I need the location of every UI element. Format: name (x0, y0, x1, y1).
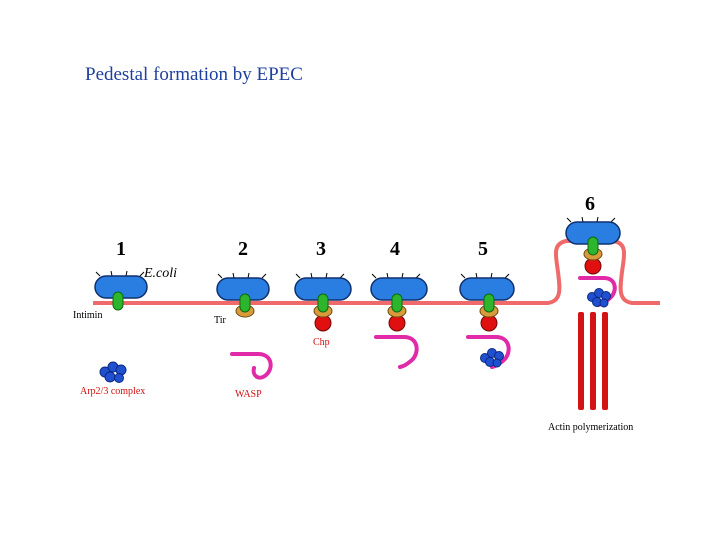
arp23-complex-5 (480, 348, 504, 368)
wasp-free (230, 352, 273, 380)
slide-title: Pedestal formation by EPEC (85, 64, 303, 85)
intimin-1 (112, 291, 124, 311)
intimin-4 (391, 293, 403, 313)
intimin-6 (587, 236, 599, 256)
actin-filaments (578, 312, 608, 410)
tir-label: Tir (214, 315, 227, 326)
chp-label: Chp (313, 337, 330, 348)
arp23-label: Arp2/3 complex (80, 386, 145, 397)
bacterium-1 (94, 270, 148, 299)
intimin-2 (239, 293, 251, 313)
arp23-complex-6 (587, 288, 611, 308)
step-number-1: 1 (116, 238, 126, 260)
bacterium-4 (370, 272, 428, 301)
ecoli-label: E.coli (143, 266, 177, 281)
step-number-5: 5 (478, 238, 488, 260)
wasp-4 (374, 335, 419, 369)
arp23-complex-free (99, 361, 127, 383)
step-number-2: 2 (238, 238, 248, 260)
step-number-6: 6 (585, 193, 595, 215)
bacterium-3 (294, 272, 352, 301)
step-number-4: 4 (390, 238, 400, 260)
intimin-3 (317, 293, 329, 313)
step-number-3: 3 (316, 238, 326, 260)
actin-label: Actin polymerization (548, 422, 633, 433)
bacterium-5 (459, 272, 515, 301)
bacterium-2 (216, 272, 270, 301)
intimin-5 (483, 293, 495, 313)
wasp-label: WASP (235, 389, 262, 400)
intimin-label: Intimin (73, 310, 102, 321)
